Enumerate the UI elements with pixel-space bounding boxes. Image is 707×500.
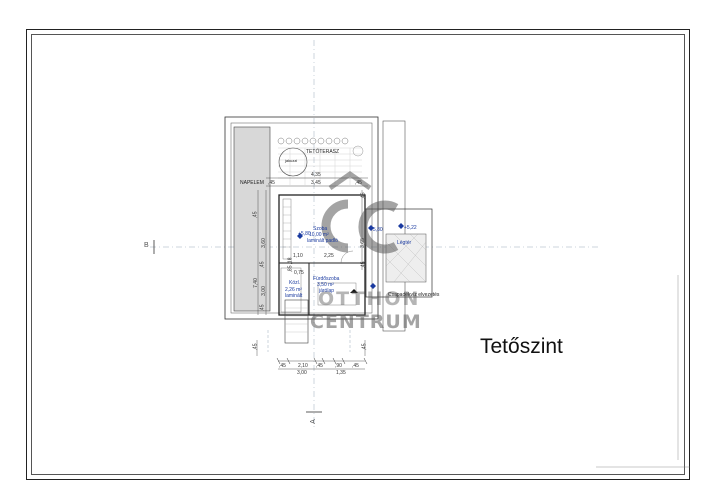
section-label-b: B	[144, 242, 149, 249]
dim-small1: ,18	[287, 257, 294, 265]
dim-right1: ,45	[360, 192, 367, 200]
stair-flight	[282, 198, 292, 260]
dim-left5: 3,00	[260, 286, 267, 296]
solar-panel	[233, 126, 271, 312]
label-jacuzzi: jakuzzi	[285, 158, 298, 163]
level-title: Tetőszint	[480, 335, 563, 358]
watermark-line1: OTTHON	[318, 288, 421, 310]
dim-right3: ,45	[360, 261, 367, 269]
bath-fixtures	[317, 282, 357, 306]
dim-left4: ,45	[259, 261, 266, 269]
dim-top-l: ,45	[268, 180, 275, 186]
label-room1-area: 10,00 m²	[309, 232, 329, 238]
dim-left3: 7,40	[252, 278, 259, 288]
dim-side-b2: ,45	[361, 343, 368, 351]
main-walls	[278, 194, 366, 316]
label-void-level2: +5,22	[404, 225, 417, 231]
dimension-ticks	[276, 357, 368, 365]
dim-mid1: 1,10	[293, 253, 303, 259]
dim-left6: ,45	[259, 304, 266, 312]
dim-bot1: ,45	[279, 363, 286, 369]
section-label-a: A	[309, 419, 317, 424]
dim-top-r: ,45	[355, 180, 362, 186]
dim-mid3: 0,75	[294, 270, 304, 276]
level-marker-drain	[370, 283, 376, 289]
dim-mid2: 2,25	[324, 253, 334, 259]
dim-bot3: ,45	[316, 363, 323, 369]
label-solar: NAPELEM	[240, 180, 264, 186]
dim-bot5: ,45	[352, 363, 359, 369]
label-room1-floor: laminált padló	[307, 238, 338, 244]
level-marker-room	[297, 233, 303, 239]
dim-top1: 4,35	[311, 172, 321, 178]
watermark-line2: CENTRUM	[310, 311, 422, 333]
drawing-sheet	[26, 29, 690, 480]
dimension-lines	[256, 177, 368, 370]
label-bath-floor: járólap	[319, 288, 335, 294]
dim-left1: ,45	[252, 211, 259, 219]
label-room1-level: +5,80	[298, 231, 311, 237]
dim-bot4: ,90	[335, 363, 342, 369]
label-terrace: TETŐTERASZ	[306, 149, 340, 155]
label-bath-name: Fürdőszoba	[313, 276, 340, 282]
drain-arrow	[350, 289, 358, 293]
dim-top2: 3,45	[311, 180, 321, 186]
label-drain-note: Csapadékvíz elvezetés	[388, 292, 440, 298]
label-void: Légtér	[397, 240, 412, 246]
stair-shaft	[284, 299, 309, 344]
terrace-planters	[277, 137, 349, 145]
dim-right2: 3,65	[359, 238, 366, 248]
level-marker-void	[398, 223, 404, 229]
terrace-plant	[352, 145, 364, 157]
drawing-inner-frame	[31, 34, 685, 475]
dim-bot6: 3,00	[297, 370, 307, 376]
label-stair-level: +5,80	[370, 227, 383, 233]
door-swing	[340, 250, 354, 264]
stair-treads	[283, 206, 291, 248]
label-hall-name: Közl.	[289, 280, 301, 286]
label-hall-area: 2,26 m²	[285, 287, 302, 293]
label-bath-area: 3,50 m²	[317, 282, 334, 288]
label-hall-floor: laminált	[285, 293, 303, 299]
hall-stair	[280, 267, 302, 313]
jacuzzi	[278, 147, 308, 177]
dim-small2: ,85	[287, 265, 294, 273]
label-room1-name: Szoba	[313, 226, 328, 232]
stair-shaft-hatch	[285, 307, 308, 333]
dim-bot2: 2,10	[298, 363, 308, 369]
dim-left2: 3,60	[260, 238, 267, 248]
dim-side-b1: ,45	[252, 343, 259, 351]
dim-bot7: 1,35	[336, 370, 346, 376]
